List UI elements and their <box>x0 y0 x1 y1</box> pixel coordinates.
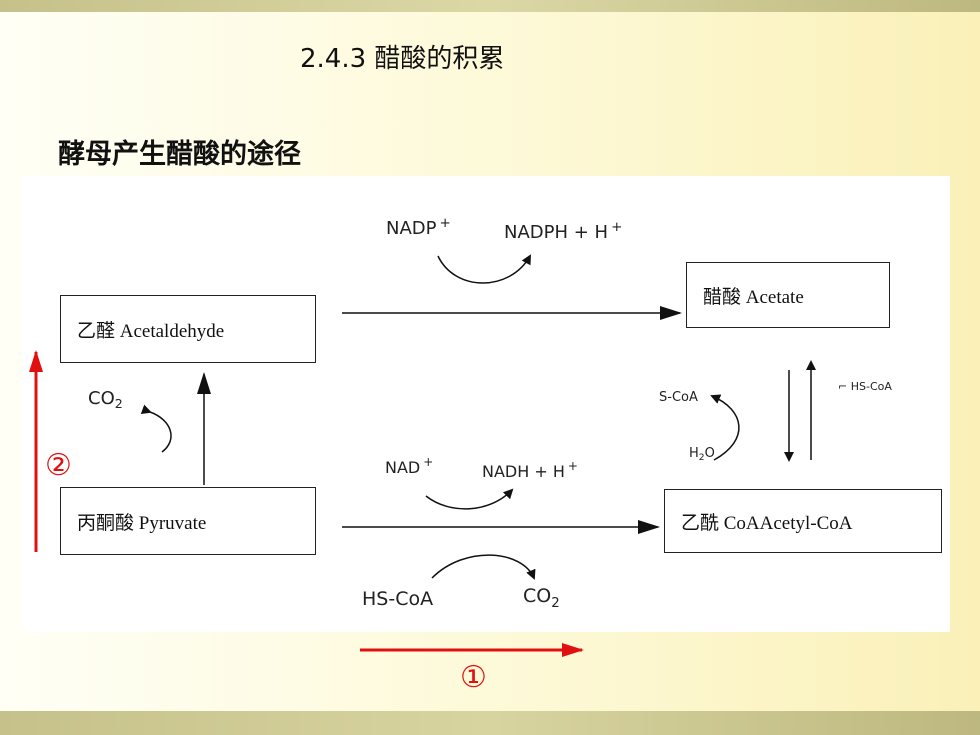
curve-s-coa <box>710 394 740 461</box>
label-hs-coa-bottom: HS-CoA <box>362 588 434 610</box>
curve-nadp <box>437 254 531 284</box>
label-nadh: NADH + H+ <box>482 459 578 481</box>
label-nad: NAD+ <box>385 455 434 477</box>
diagram-subtitle: 酵母产生醋酸的途径 <box>58 139 301 170</box>
label-co2-left: CO2 <box>88 388 123 412</box>
label-nadph: NADPH + H+ <box>504 218 623 243</box>
node-acetate: 醋酸 Acetate <box>686 262 890 328</box>
diagram-panel <box>22 176 950 632</box>
label-h2o: H2O <box>689 446 715 464</box>
node-acetaldehyde: 乙醛 Acetaldehyde <box>60 295 316 363</box>
bottom-band <box>0 711 980 735</box>
label-hs-coa-right: ⌐ HS-CoA <box>838 380 892 393</box>
curve-co2-left <box>140 404 172 453</box>
curve-nad <box>425 488 514 510</box>
label-co2-bottom: CO2 <box>523 585 560 611</box>
marker-pathway-2: ② <box>45 448 72 483</box>
node-acetyl-coa: 乙酰 CoAAcetyl-CoA <box>664 489 942 553</box>
page-title: 2.4.3 醋酸的积累 <box>300 44 505 74</box>
top-band <box>0 0 980 12</box>
curve-hscoa <box>431 554 536 580</box>
label-nadp: NADP+ <box>386 214 451 239</box>
label-s-coa: S-CoA <box>659 390 698 405</box>
node-pyruvate: 丙酮酸 Pyruvate <box>60 487 316 555</box>
marker-pathway-1: ① <box>460 660 487 695</box>
